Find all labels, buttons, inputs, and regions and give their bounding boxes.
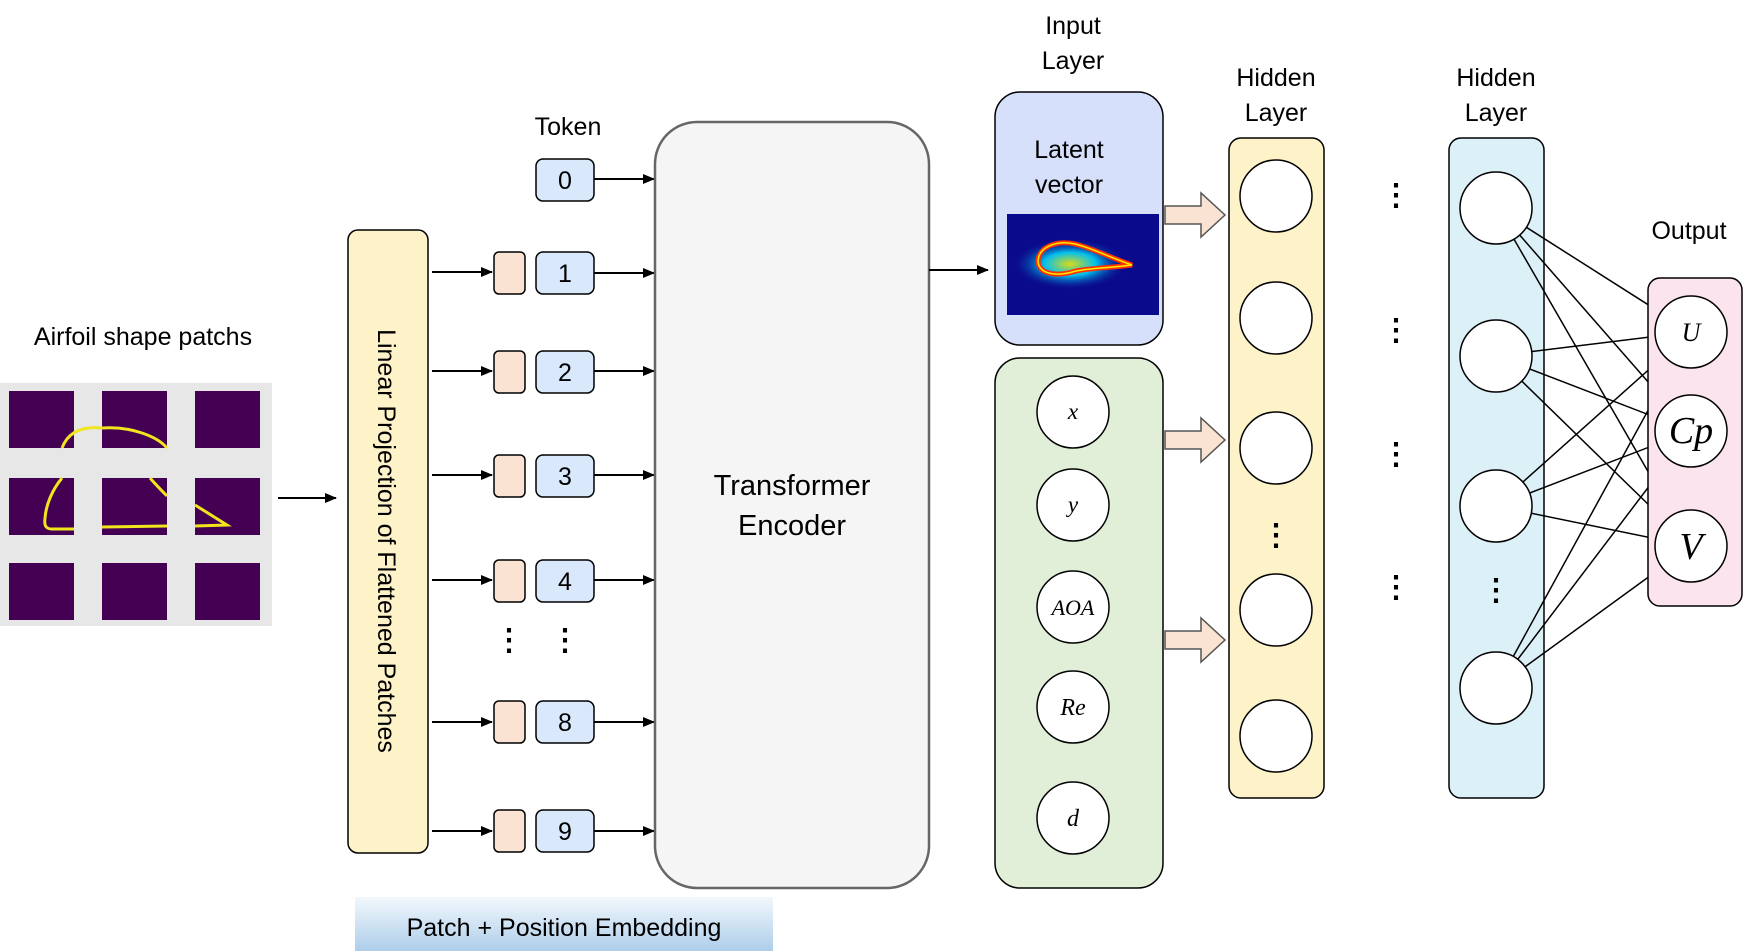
hidden1-node xyxy=(1239,573,1313,647)
token-label-1: 1 xyxy=(558,260,572,288)
latent-vector-line2: vector xyxy=(1035,171,1103,199)
latent-heatmap-image xyxy=(1007,214,1159,315)
input-layer-title-line2: Layer xyxy=(1042,47,1105,75)
block-arrow-params-lower xyxy=(1164,616,1227,664)
hidden1-node xyxy=(1239,411,1313,485)
param-label-re: Re xyxy=(1059,695,1086,721)
block-arrow-latent xyxy=(1164,191,1227,239)
airfoil-curve-segment xyxy=(194,503,232,528)
hidden1-node xyxy=(1239,159,1313,233)
heatmap-glow xyxy=(1012,238,1128,290)
param-label-aoa: AOA xyxy=(1050,595,1095,620)
param-label-d: d xyxy=(1067,806,1080,832)
output-label-v: V xyxy=(1679,526,1706,568)
hidden1-ellipsis: ⋮ xyxy=(1261,519,1291,552)
heatmap-outline-yellow xyxy=(1037,242,1133,275)
hidden1-node xyxy=(1239,281,1313,355)
patch-9 xyxy=(195,563,260,620)
patch-3 xyxy=(195,391,260,448)
transformer-encoder-box xyxy=(653,120,931,890)
param-node-aoa xyxy=(1036,570,1110,644)
position-embedding-8 xyxy=(493,700,526,744)
token-header: Token xyxy=(535,113,602,141)
output-node-v xyxy=(1654,509,1728,583)
latent-vector-line1: Latent xyxy=(1034,136,1104,164)
patch-4 xyxy=(9,478,74,535)
between-layers-ellipsis: ⋮ xyxy=(1381,571,1411,604)
token-label-4: 4 xyxy=(558,568,572,596)
hidden-layer-2-title-line2: Layer xyxy=(1465,99,1528,127)
transformer-encoder-line1: Transformer xyxy=(714,470,871,502)
transformer-encoder-line2: Encoder xyxy=(738,510,846,542)
param-node-d xyxy=(1036,781,1110,855)
embedding-label: Patch + Position Embedding xyxy=(407,914,722,942)
hidden-layer-2-title-line1: Hidden xyxy=(1456,64,1535,92)
output-title: Output xyxy=(1651,217,1726,245)
position-ellipsis: ⋮ xyxy=(494,624,524,657)
position-embedding-2 xyxy=(493,350,526,394)
block-arrow-params-upper xyxy=(1164,416,1227,464)
output-node-u xyxy=(1654,295,1728,369)
airfoil-curve-segment xyxy=(60,426,103,449)
hidden-layer-2-box xyxy=(1448,137,1545,799)
position-embedding-9 xyxy=(493,809,526,853)
output-label-cp: Cp xyxy=(1669,410,1713,452)
patch-1 xyxy=(9,391,74,448)
airfoil-curve-segment xyxy=(101,426,169,450)
airfoil-curve-segment xyxy=(148,477,169,498)
position-embedding-3 xyxy=(493,454,526,498)
position-embedding-1 xyxy=(493,251,526,295)
token-label-0: 0 xyxy=(558,167,572,195)
hidden2-node xyxy=(1459,651,1533,725)
hidden2-node xyxy=(1459,469,1533,543)
hidden2-node xyxy=(1459,319,1533,393)
param-label-y: y xyxy=(1066,492,1079,517)
param-node-x xyxy=(1036,375,1110,449)
hidden-layer-1-title-line2: Layer xyxy=(1245,99,1308,127)
linear-projection-label: Linear Projection of Flattened Patches xyxy=(372,329,400,753)
patch-grid xyxy=(0,383,272,626)
patches-title: Airfoil shape patchs xyxy=(34,323,252,351)
param-node-re xyxy=(1036,670,1110,744)
token-label-9: 9 xyxy=(558,818,572,846)
patch-7 xyxy=(9,563,74,620)
hidden-layer-1-title-line1: Hidden xyxy=(1236,64,1315,92)
airfoil-curve-segment xyxy=(43,477,74,531)
hidden2-ellipsis: ⋮ xyxy=(1481,574,1511,607)
between-layers-ellipsis: ⋮ xyxy=(1381,438,1411,471)
token-label-2: 2 xyxy=(558,359,572,387)
between-layers-ellipsis: ⋮ xyxy=(1381,314,1411,347)
embedding-label-box xyxy=(355,897,773,951)
output-node-cp xyxy=(1654,394,1728,468)
hidden2-node xyxy=(1459,171,1533,245)
param-node-y xyxy=(1036,468,1110,542)
hidden1-node xyxy=(1239,699,1313,773)
param-label-x: x xyxy=(1067,399,1079,424)
airfoil-curve-segment xyxy=(101,524,168,529)
token-label-3: 3 xyxy=(558,463,572,491)
output-label-u: U xyxy=(1682,318,1703,347)
linear-projection-box xyxy=(347,229,429,854)
token-label-8: 8 xyxy=(558,709,572,737)
between-layers-ellipsis: ⋮ xyxy=(1381,179,1411,212)
token-ellipsis: ⋮ xyxy=(550,624,580,657)
patch-8 xyxy=(102,563,167,620)
position-embedding-4 xyxy=(493,559,526,603)
input-layer-title-line1: Input xyxy=(1045,12,1101,40)
